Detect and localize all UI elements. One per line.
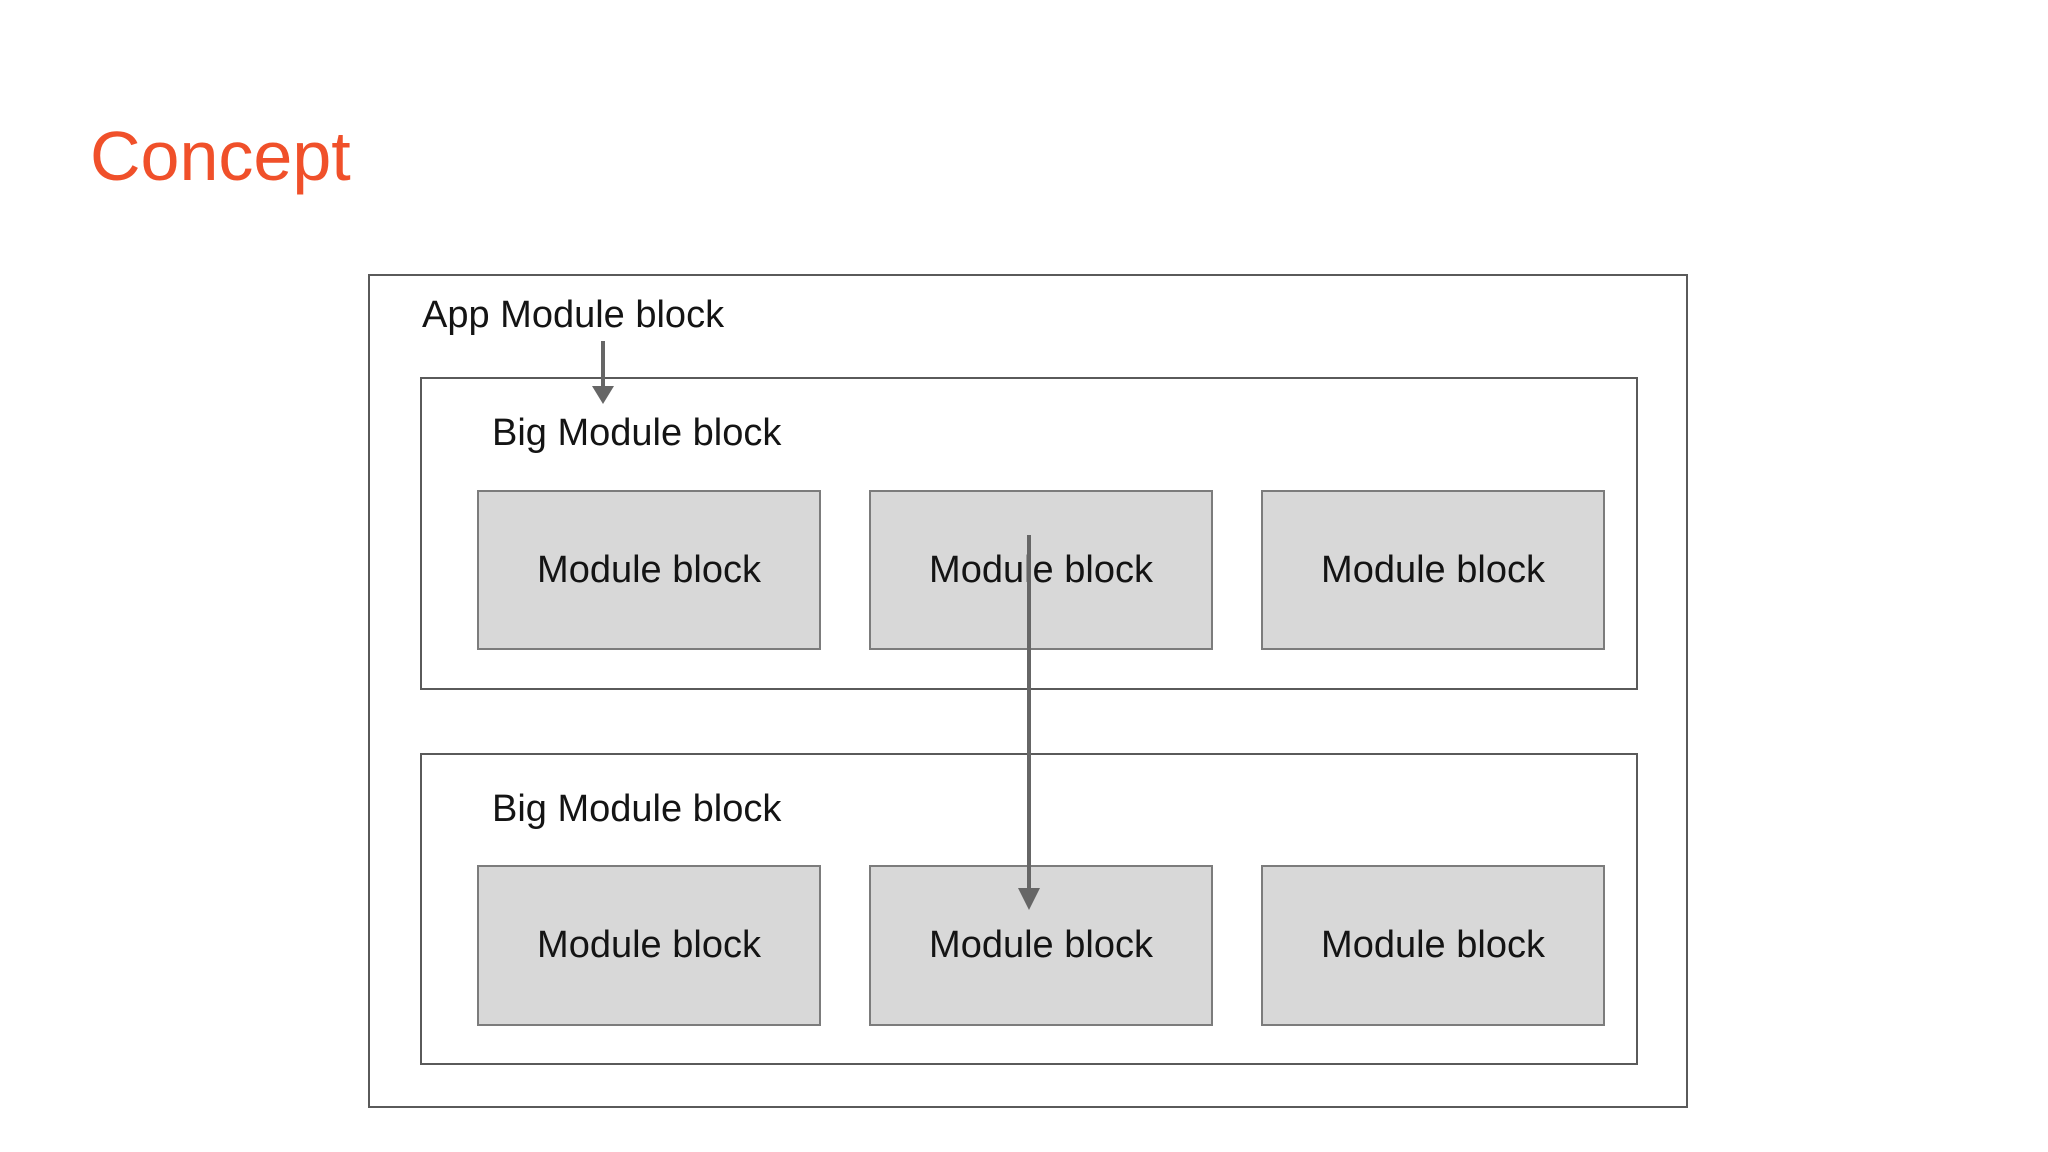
app-module-label: App Module block <box>422 294 725 336</box>
module-block-bottom-middle: Module block <box>869 865 1213 1026</box>
module-block-top-left: Module block <box>477 490 821 650</box>
module-block-bottom-right: Module block <box>1261 865 1605 1026</box>
slide-title: Concept <box>90 117 351 195</box>
module-block-bottom-left: Module block <box>477 865 821 1026</box>
module-block-top-middle: Module block <box>869 490 1213 650</box>
big-module-label-top: Big Module block <box>492 412 782 454</box>
module-block-top-right: Module block <box>1261 490 1605 650</box>
big-module-label-bottom: Big Module block <box>492 788 782 830</box>
